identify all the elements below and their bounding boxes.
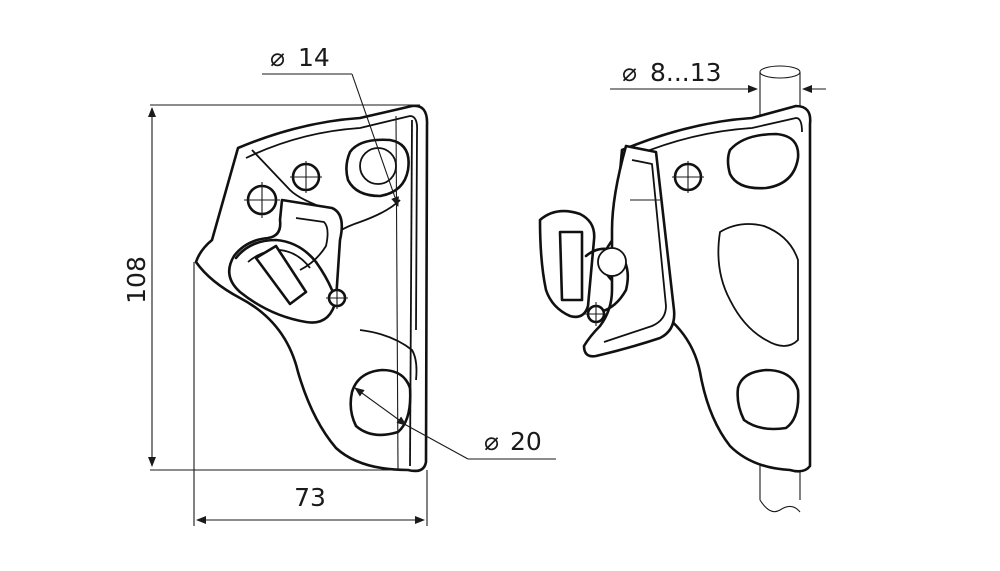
rope-bottom-end bbox=[759, 499, 801, 513]
dim-rope-symbol: ⌀ bbox=[622, 58, 637, 87]
cam-tooth-side bbox=[558, 230, 584, 302]
dim-dia14: ⌀ 14 bbox=[262, 43, 399, 207]
dim-rope: ⌀ 8...13 bbox=[610, 58, 826, 93]
dim-dia14-label: 14 bbox=[298, 43, 330, 72]
cam-tooth-front bbox=[254, 244, 308, 306]
dim-width-label: 73 bbox=[294, 483, 326, 512]
lower-hole-side bbox=[736, 368, 800, 431]
front-view bbox=[194, 104, 429, 473]
upper-slot-front bbox=[345, 138, 410, 198]
center-marks-side bbox=[584, 161, 704, 326]
dim-width: 73 bbox=[193, 262, 428, 526]
dim-dia20-label: 20 bbox=[510, 427, 542, 456]
dim-dia20: ⌀ 20 bbox=[354, 387, 556, 460]
cam-plate-inner bbox=[603, 159, 667, 343]
dim-dia20-symbol: ⌀ bbox=[484, 427, 499, 456]
lower-hole-front bbox=[349, 368, 412, 437]
cam-plate-side bbox=[582, 144, 676, 358]
cam-ring-front bbox=[234, 238, 334, 292]
rope-top-end bbox=[759, 65, 801, 79]
body-inner-front bbox=[245, 115, 419, 331]
cam-pivot-side bbox=[597, 247, 627, 277]
body-lower-curve bbox=[359, 329, 418, 381]
rear-edge-line bbox=[409, 119, 413, 467]
body-window-side bbox=[717, 223, 799, 347]
cam-ring-side bbox=[584, 247, 630, 314]
rope-view bbox=[538, 65, 812, 513]
dim-height: 108 bbox=[122, 104, 420, 471]
dim-dia14-symbol: ⌀ bbox=[270, 43, 285, 72]
body-inner-side bbox=[629, 117, 803, 159]
upper-slot-side bbox=[726, 132, 800, 190]
cam-inner-front bbox=[295, 217, 329, 271]
dim-height-label: 108 bbox=[122, 256, 151, 304]
dim-rope-label: 8...13 bbox=[650, 58, 722, 87]
